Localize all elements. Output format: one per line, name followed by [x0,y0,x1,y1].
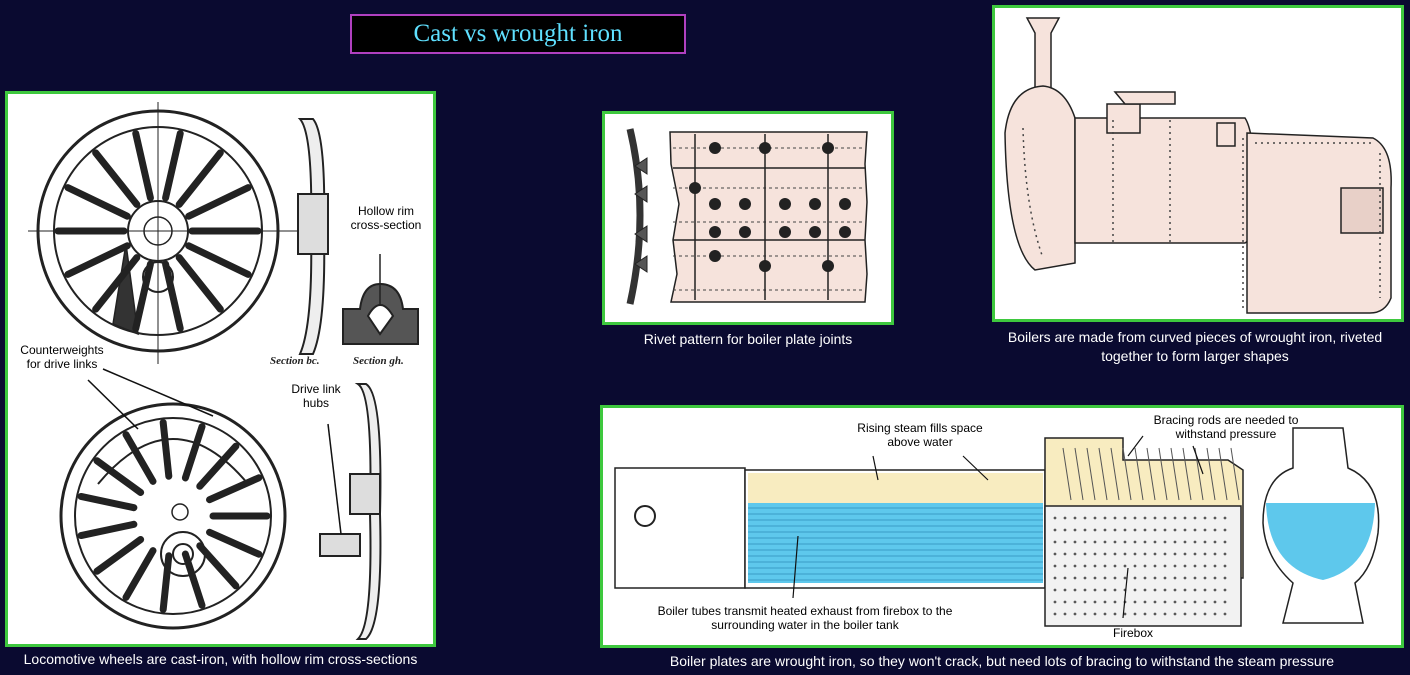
boiler-section-panel: Rising steam fills space above water Bra… [600,405,1404,648]
label-section-gh: Section gh. [353,355,404,367]
boiler-section-caption: Boiler plates are wrought iron, so they … [669,653,1335,669]
label-counterweights: Counterweights for drive links [20,343,104,371]
wheels-illustration: Section bc. Section gh. [28,102,419,640]
rivets-illustration [626,128,868,305]
wheels-caption: Locomotive wheels are cast-iron, with ho… [23,651,418,667]
slide-title: Cast vs wrought iron [350,14,686,54]
label-bracing-rods: Bracing rods are needed to withstand pre… [1153,413,1299,441]
label-firebox: Firebox [1112,626,1153,640]
label-boiler-tubes: Boiler tubes transmit heated exhaust fro… [657,604,953,632]
label-section-bc: Section bc. [270,355,320,367]
rivets-panel [602,111,894,325]
boiler-exterior-caption: Boilers are made from curved pieces of w… [1007,329,1383,364]
label-drive-hubs: Drive link hubs [291,382,341,410]
boiler-exterior-illustration [1004,17,1392,314]
wheels-panel: Section bc. Section gh. [5,91,436,647]
boiler-exterior-panel [992,5,1404,322]
label-hollow-rim: Hollow rim cross-section [350,204,422,232]
rivets-caption: Rivet pattern for boiler plate joints [643,331,853,347]
boiler-section-illustration [614,427,1380,627]
label-rising-steam: Rising steam fills space above water [857,421,983,449]
